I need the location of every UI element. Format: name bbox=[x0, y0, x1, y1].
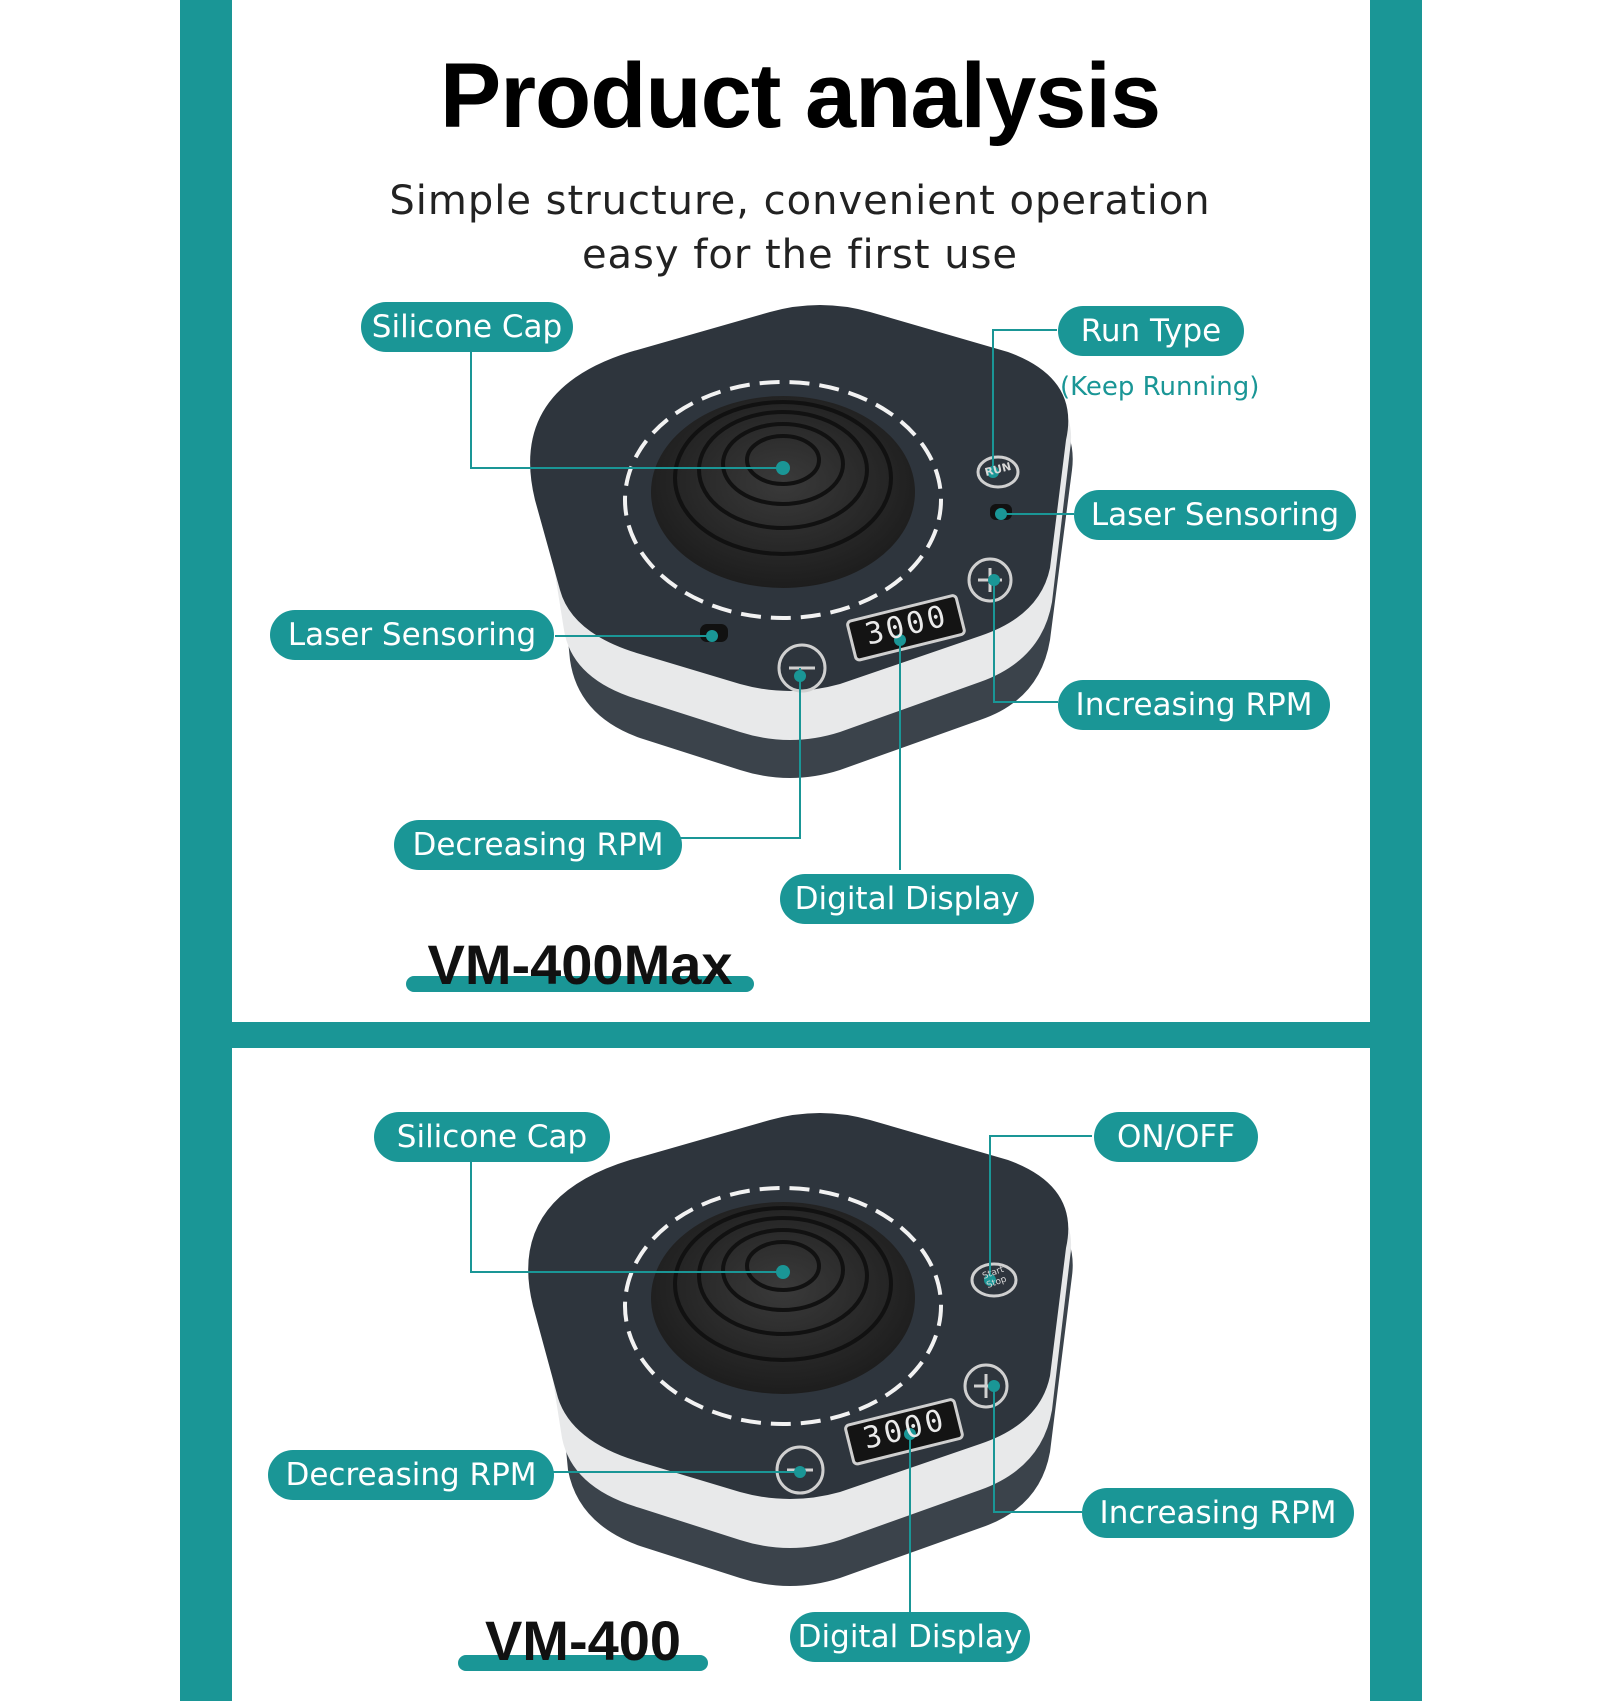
leader-dots-std bbox=[776, 1265, 1000, 1478]
label-decreasing-rpm-max: Decreasing RPM bbox=[394, 820, 682, 870]
label-digital-display-std: Digital Display bbox=[790, 1612, 1030, 1662]
label-laser-sensoring-left: Laser Sensoring bbox=[270, 610, 554, 660]
panel-divider bbox=[180, 1022, 1422, 1048]
subtitle-line-1: Simple structure, convenient operation bbox=[389, 178, 1211, 224]
leader-lines-max bbox=[470, 329, 1074, 870]
label-decreasing-rpm-std: Decreasing RPM bbox=[268, 1450, 554, 1500]
subtitle-line-2: easy for the first use bbox=[581, 232, 1019, 278]
leader-dots-max bbox=[706, 461, 1007, 682]
label-run-type: Run Type bbox=[1058, 306, 1244, 356]
label-laser-sensoring-right: Laser Sensoring bbox=[1074, 490, 1356, 540]
model-underline-std bbox=[458, 1655, 708, 1671]
label-silicone-cap-max: Silicone Cap bbox=[361, 302, 573, 352]
label-silicone-cap-std: Silicone Cap bbox=[374, 1112, 610, 1162]
model-name-std: VM-400 bbox=[484, 1609, 682, 1672]
leader-lines-std bbox=[470, 1135, 1092, 1612]
vm-400max-device bbox=[530, 305, 1073, 778]
right-border bbox=[1370, 0, 1422, 1701]
vm-400-device bbox=[528, 1113, 1073, 1586]
label-digital-display-max: Digital Display bbox=[780, 874, 1034, 924]
label-increasing-rpm-max: Increasing RPM bbox=[1058, 680, 1330, 730]
page-title: Product analysis bbox=[439, 45, 1161, 147]
label-run-type-note: (Keep Running) bbox=[1060, 372, 1260, 402]
model-underline-max bbox=[406, 976, 754, 992]
label-increasing-rpm-std: Increasing RPM bbox=[1082, 1488, 1354, 1538]
left-border bbox=[180, 0, 232, 1701]
label-on-off: ON/OFF bbox=[1094, 1112, 1258, 1162]
model-name-max: VM-400Max bbox=[427, 933, 733, 996]
